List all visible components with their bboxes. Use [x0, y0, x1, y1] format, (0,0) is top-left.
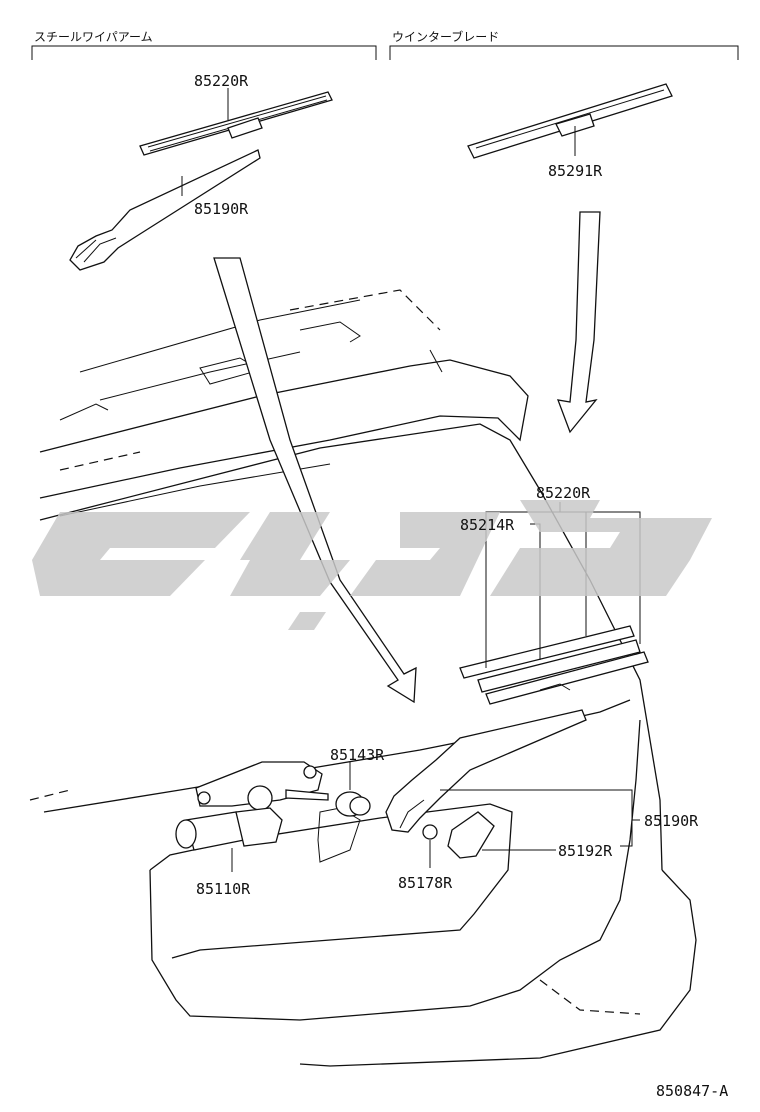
arrow-right-assembly	[556, 211, 601, 434]
steel-wiper-blade-drawing	[139, 91, 333, 156]
watermark-logo	[32, 500, 712, 630]
rear-wiper-arm-drawing	[385, 709, 587, 833]
vehicle-body-outline	[29, 289, 697, 1067]
arm-cover-cap-drawing	[447, 811, 495, 859]
grommet-drawing	[335, 791, 371, 817]
part-label-85190R-right: 85190R	[644, 812, 699, 830]
part-label-85192R: 85192R	[558, 842, 613, 860]
winter-wiper-blade-drawing	[467, 83, 673, 159]
part-label-85110R: 85110R	[196, 880, 251, 898]
part-label-85178R: 85178R	[398, 874, 453, 892]
right-section-header: ウインターブレード	[392, 29, 499, 44]
left-section-bracket	[31, 45, 377, 60]
leader-85190R-right	[440, 789, 640, 847]
part-label-85291R: 85291R	[548, 162, 603, 180]
part-label-85220R-mid: 85220R	[536, 484, 591, 502]
washer-nut-drawing	[422, 824, 438, 840]
steel-wiper-arm-drawing	[69, 149, 261, 271]
diagram-code: 850847-A	[656, 1082, 728, 1100]
left-section-header: スチールワイパアーム	[34, 30, 153, 44]
part-label-85220R-top: 85220R	[194, 72, 249, 90]
part-label-85143R: 85143R	[330, 746, 385, 764]
part-label-85190R-top: 85190R	[194, 200, 249, 218]
wiper-motor-drawing	[175, 761, 329, 851]
part-label-85214R: 85214R	[460, 516, 515, 534]
arrow-left-assembly	[213, 257, 417, 704]
right-section-bracket	[389, 45, 739, 60]
replacement-blade-set-drawing	[459, 625, 649, 705]
